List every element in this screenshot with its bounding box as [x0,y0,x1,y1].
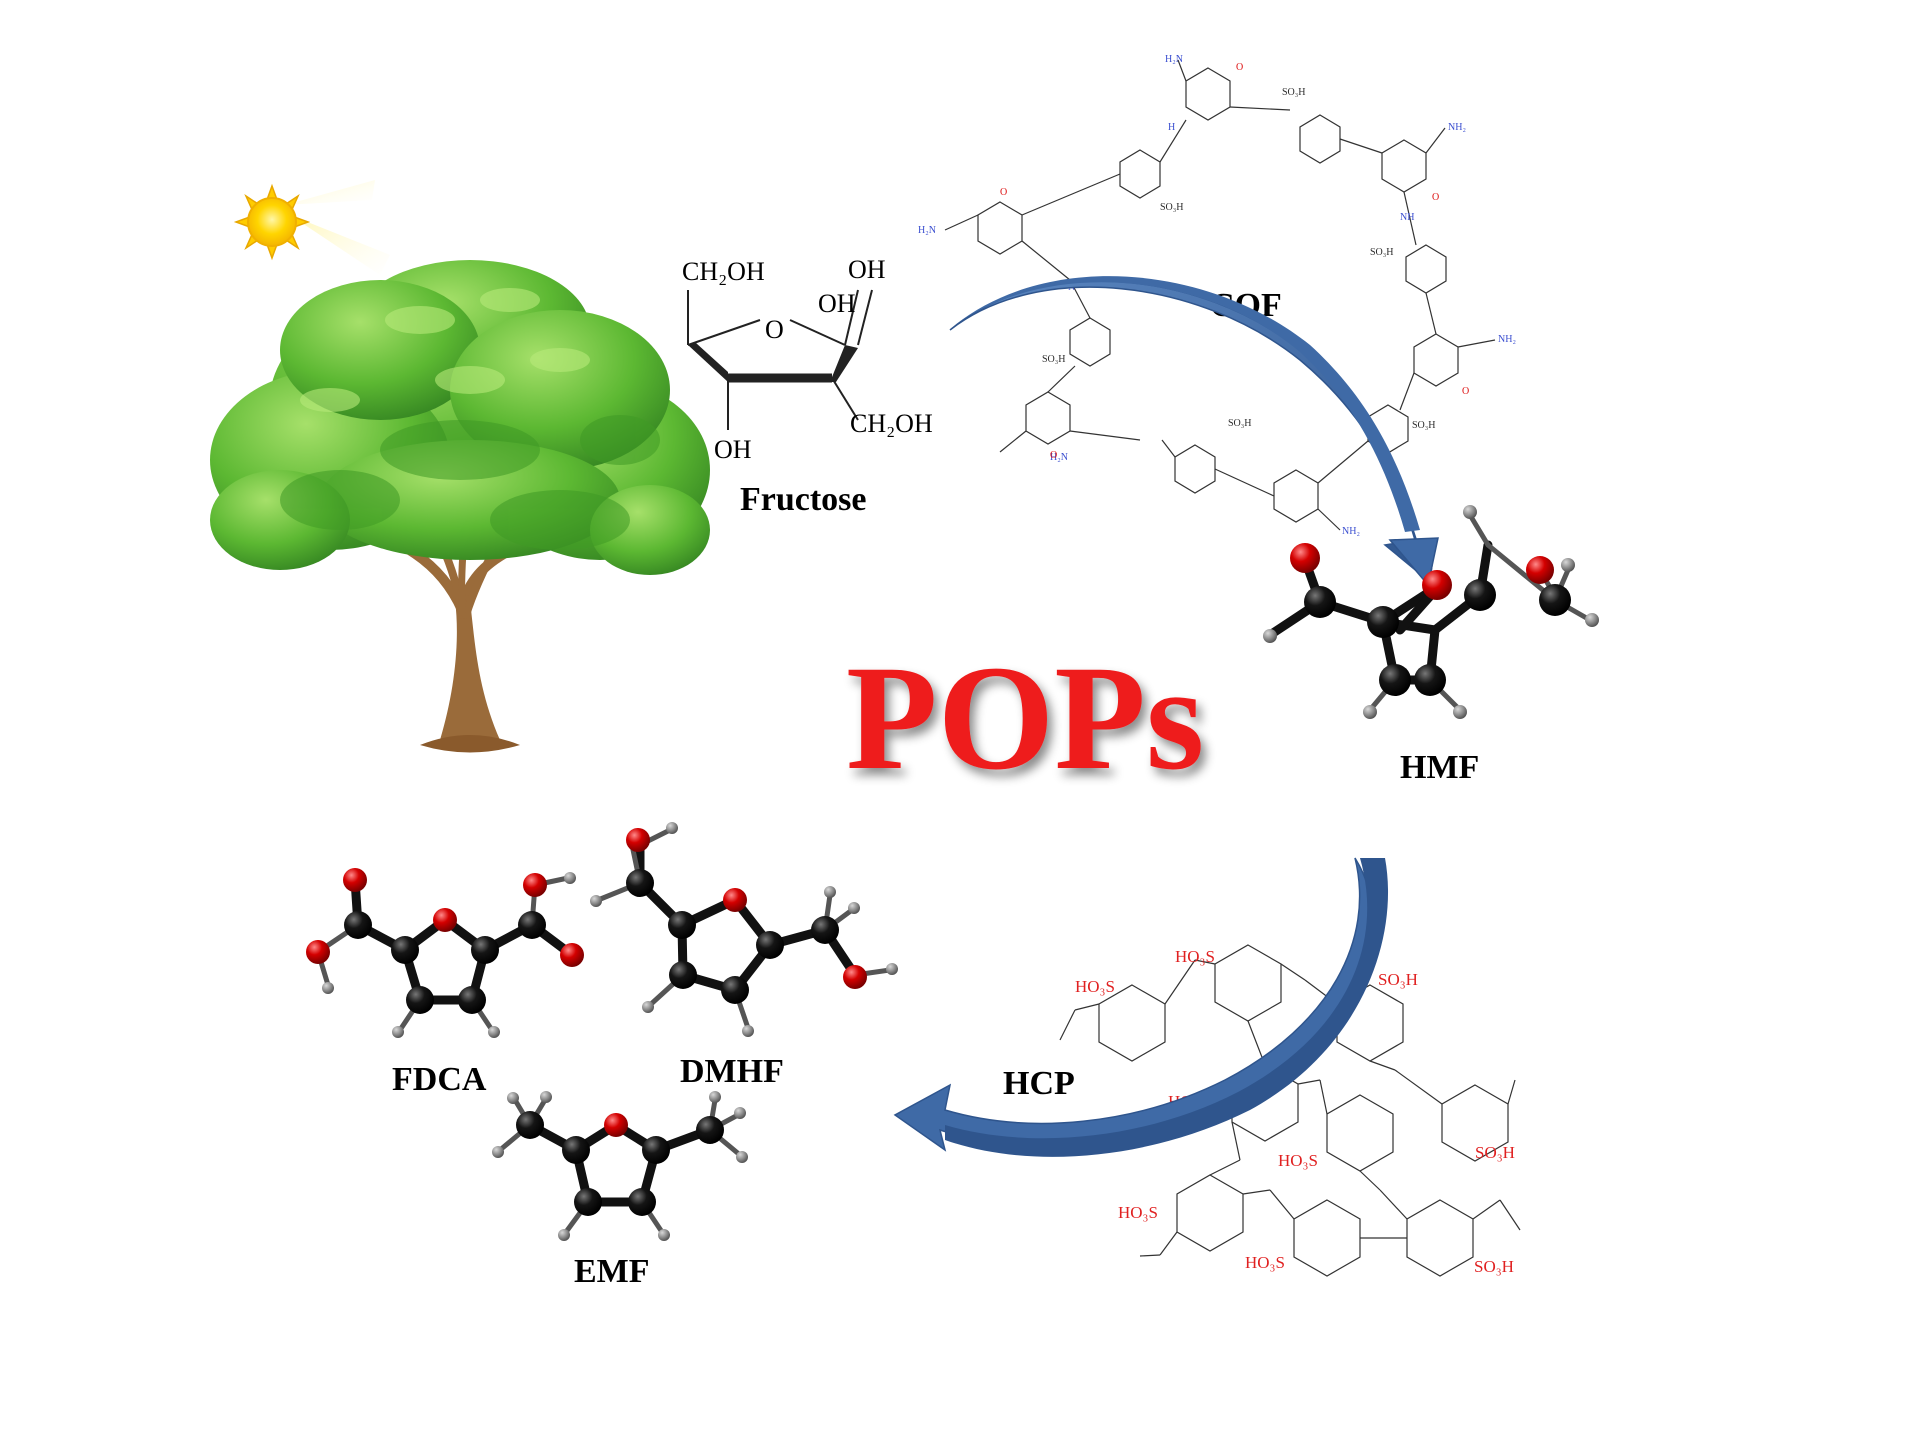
sun-icon [236,180,390,275]
label-fdca: FDCA [392,1061,487,1098]
cof-so3h-3: SO₃H [1412,420,1436,431]
cof-nh2-6: H₂N [918,225,936,236]
hcp-so3h-1: SO₃H [1378,970,1418,989]
cof-nh2-1: H₂N [1165,54,1183,65]
fructose-oh-top: OH [848,255,886,284]
cof-o-3: O [1462,386,1469,397]
fructose-ch2oh-bottom: CH₂OH [850,409,933,438]
cycle-arrow-icon [895,858,1388,1157]
cof-o-1: O [1236,62,1243,73]
tree-icon [210,260,710,753]
emf-molecule: EMF [492,1091,748,1290]
cof-h-1: H [1168,122,1175,133]
cof-nh2-4: NH₂ [1342,526,1360,537]
cof-nh2-3: NH₂ [1498,334,1516,345]
cof-so3h-6: SO₃H [1160,202,1184,213]
cof-o-4: O [1000,187,1007,198]
cycle-arrow-icon [950,276,1438,585]
hcp-ho3s-1: HO₃S [1075,977,1115,996]
fructose-ch2oh-top: CH₂OH [682,257,765,286]
label-hcp: HCP [1003,1065,1075,1102]
hcp-ho3s-6: HO₃S [1245,1253,1285,1272]
hcp-so3h-3: SO₃H [1474,1257,1514,1276]
dmhf-molecule: DMHF [590,822,898,1090]
label-emf: EMF [574,1253,650,1290]
cof-so3h-2: SO₃H [1370,247,1394,258]
hcp-ho3s-2: HO₃S [1175,947,1215,966]
label-hmf: HMF [1400,749,1479,786]
label-fructose: Fructose [740,481,867,518]
cof-o-2: O [1432,192,1439,203]
hcp-ho3s-5: HO₃S [1118,1203,1158,1222]
cof-so3h-1: SO₃H [1282,87,1306,98]
cof-so3h-4: SO₃H [1228,418,1252,429]
cof-nh-1: NH [1400,212,1414,223]
fdca-molecule: FDCA [306,868,584,1098]
center-title-pops: POPs [846,635,1204,801]
fructose-structure: CH₂OH OH OH O OH CH₂OH Fructose [682,255,933,518]
label-dmhf: DMHF [680,1053,784,1090]
fructose-oh-mid: OH [818,289,856,318]
cof-o-5: O [1050,450,1057,461]
hcp-ho3s-4: HO₃S [1278,1151,1318,1170]
cof-so3h-5: SO₃H [1042,354,1066,365]
fructose-ring-oxygen: O [765,315,784,344]
hcp-structure: HO₃S HO₃S SO₃H HO₃S HO₃S SO₃H HO₃S HO₃S … [1003,945,1520,1276]
fructose-oh-bottom: OH [714,435,752,464]
cof-nh2-2: NH₂ [1448,122,1466,133]
hcp-so3h-2: SO₃H [1475,1143,1515,1162]
